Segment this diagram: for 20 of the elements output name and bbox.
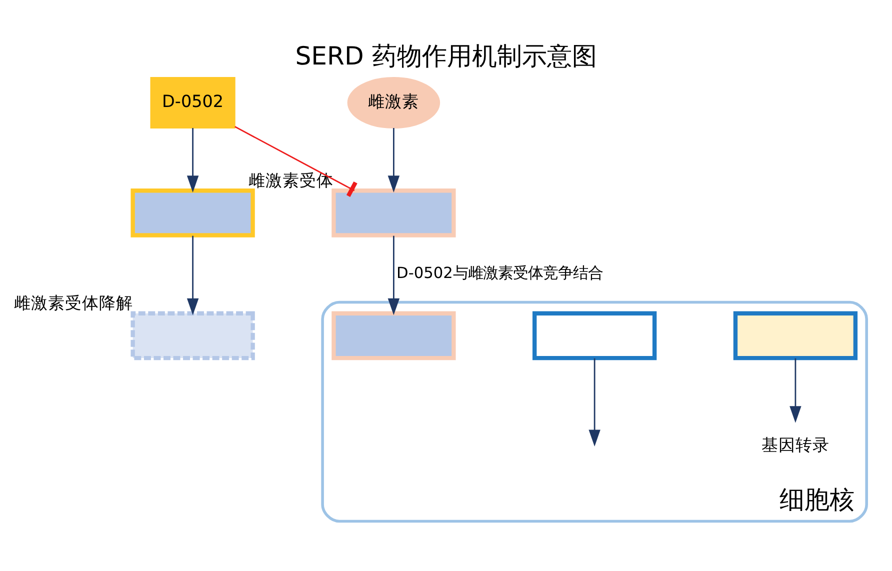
node-box <box>332 311 456 360</box>
node-box <box>733 311 858 360</box>
node-ellipse: 雌激素 <box>347 76 440 129</box>
node-box <box>130 188 255 238</box>
arrow <box>588 358 600 446</box>
node-box: D-0502 <box>150 76 236 129</box>
arrow <box>388 236 400 316</box>
arrow <box>186 236 199 316</box>
arrow <box>388 128 400 192</box>
arrow <box>186 128 199 192</box>
node-box <box>332 188 456 238</box>
node-label: 雌激素受体降解 <box>14 292 134 313</box>
node-box <box>532 311 657 360</box>
arrow <box>790 358 802 423</box>
node-box <box>130 311 255 360</box>
connector <box>234 126 358 197</box>
node-text: 基因转录 <box>761 434 830 454</box>
diagram-title: SERD 药物作用机制示意图 <box>295 41 597 70</box>
node-label: 雌激素受体 <box>248 170 334 190</box>
edge-label: D-0502与雌激素受体竞争结合 <box>396 264 603 282</box>
